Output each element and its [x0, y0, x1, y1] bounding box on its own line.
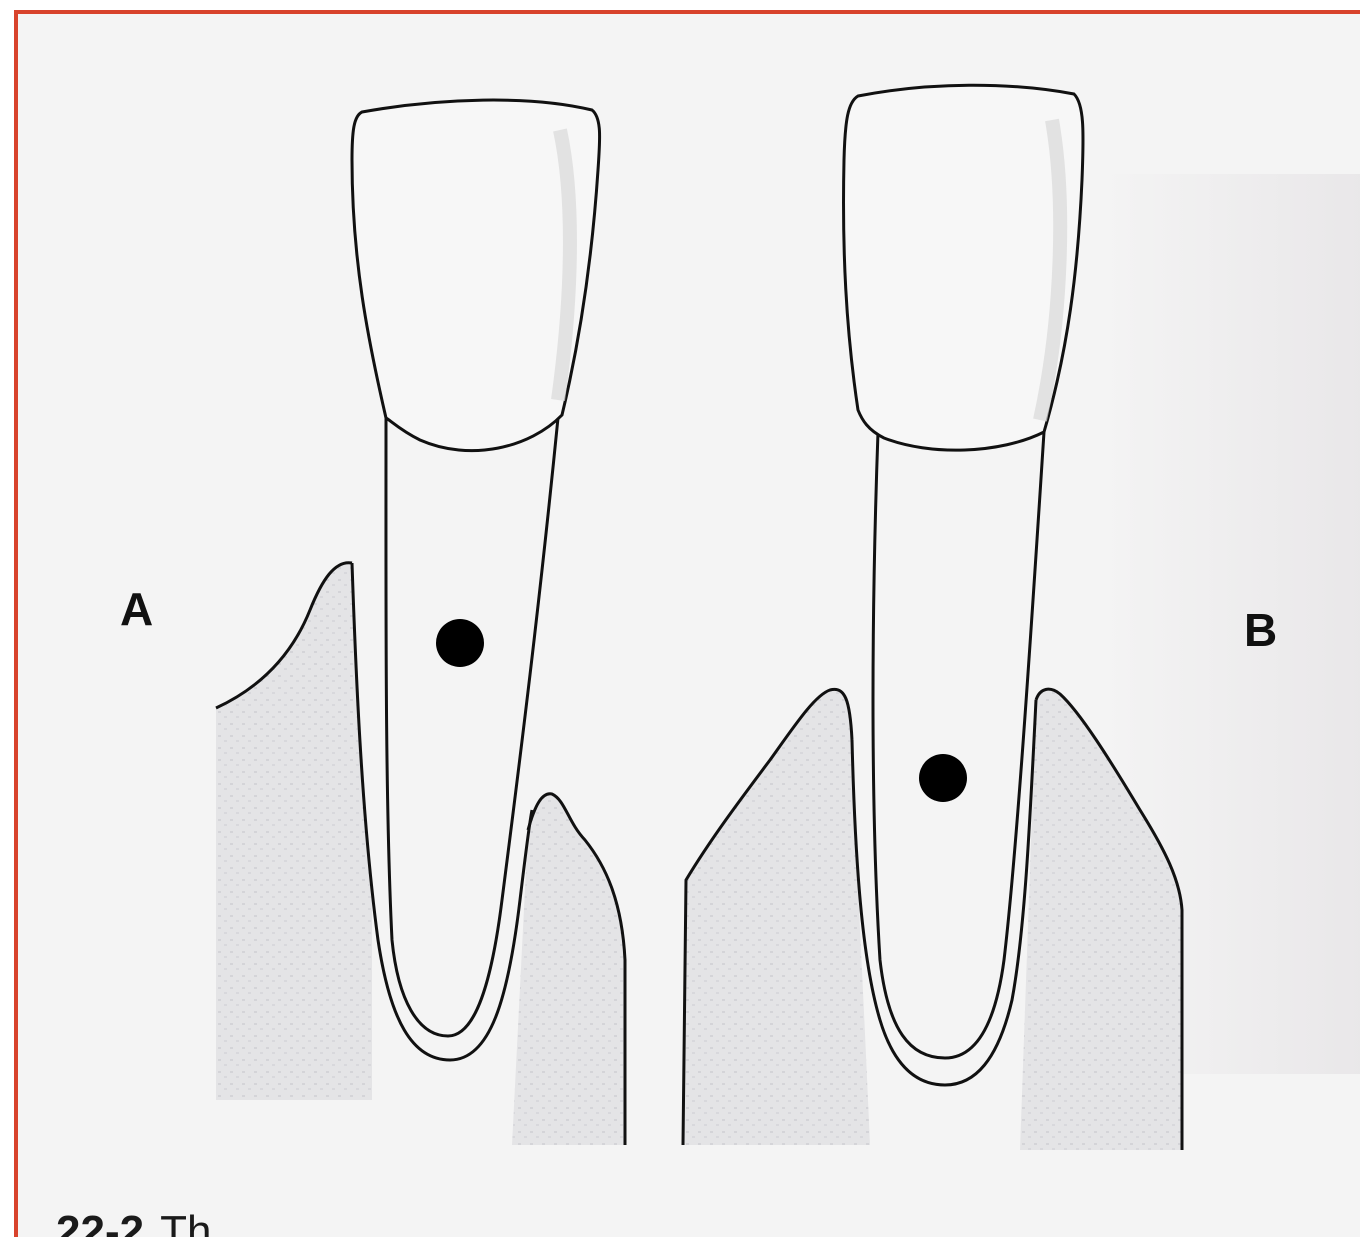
panel-b-rotation-center [919, 754, 967, 802]
panel-a-rotation-center [436, 619, 484, 667]
panel-b-label: B [1244, 607, 1277, 653]
caption-number: 22-2 [56, 1207, 144, 1237]
figure-caption: 22-2 Th [56, 1210, 211, 1237]
panel-b-bone-right [1020, 689, 1182, 1150]
panel-a-bone-right [512, 794, 625, 1145]
panel-a-label: A [120, 586, 153, 632]
caption-text: Th [160, 1207, 211, 1237]
panel-a [216, 100, 625, 1145]
panel-b-bone-left [683, 689, 870, 1145]
panel-b [683, 85, 1182, 1150]
